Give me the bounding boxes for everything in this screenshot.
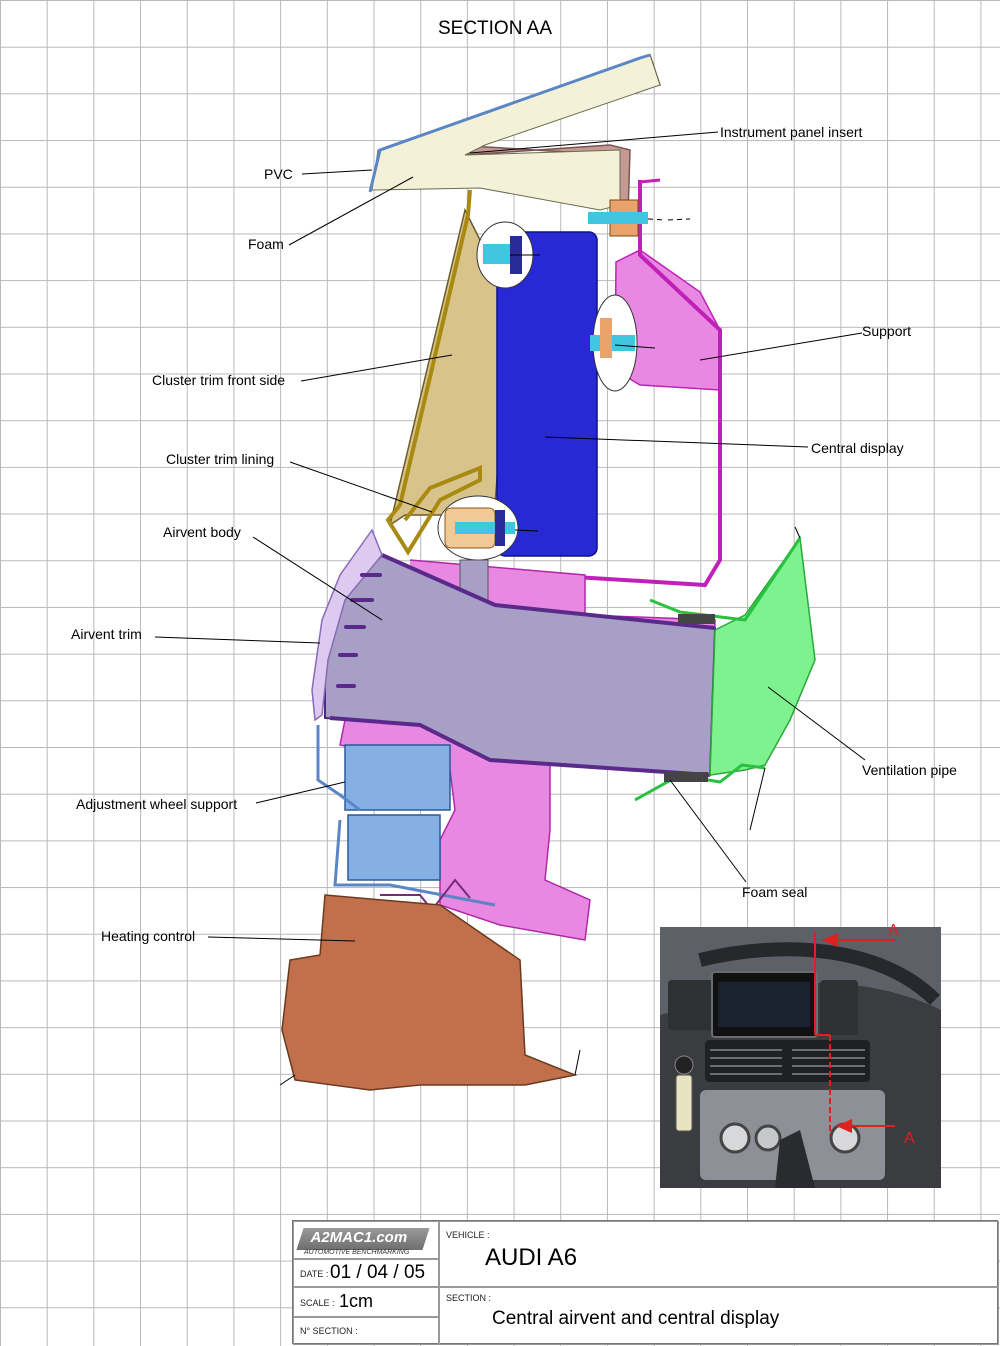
page-title: SECTION AA: [438, 18, 552, 39]
vehicle-label: VEHICLE :: [446, 1230, 490, 1240]
screw-icon-2: [590, 335, 635, 351]
section-number-cell: N° SECTION :: [293, 1317, 439, 1345]
vehicle-cell: VEHICLE : AUDI A6: [439, 1221, 999, 1287]
inset-right-buttons: [820, 980, 858, 1035]
adjustment-wheel-support-upper: [344, 744, 451, 811]
foam-seal-top: [678, 614, 715, 624]
scale-cell: SCALE : 1cm: [293, 1287, 439, 1317]
inset-left-buttons: [668, 980, 713, 1030]
heating-control-edge: [279, 1074, 296, 1086]
section-number-label: N° SECTION :: [300, 1326, 358, 1336]
label-central-display: Central display: [811, 440, 904, 456]
adjustment-wheel-bracket: [316, 725, 361, 812]
scale-label: SCALE :: [300, 1298, 335, 1308]
vehicle-value: AUDI A6: [485, 1244, 578, 1271]
pvc-skin: [368, 53, 651, 193]
inset-key-tag: [675, 1074, 693, 1132]
heating-control-edge-2: [574, 1049, 581, 1076]
label-heating-control: Heating control: [101, 928, 195, 944]
foam-seal-bottom: [664, 772, 708, 782]
title-block: A2MAC1.com AUTOMOTIVE BENCHMARKING DATE …: [292, 1220, 999, 1345]
section-marker-bottom: A: [904, 1130, 915, 1147]
label-airvent-trim: Airvent trim: [71, 626, 142, 642]
section-value: Central airvent and central display: [492, 1308, 780, 1329]
label-ventilation-pipe: Ventilation pipe: [862, 762, 957, 778]
section-cell: SECTION : Central airvent and central di…: [439, 1287, 999, 1345]
screw-icon-bottom: [455, 522, 515, 534]
label-cluster-trim-lining: Cluster trim lining: [166, 451, 274, 467]
foam-part: [371, 54, 661, 211]
label-cluster-trim-front-side: Cluster trim front side: [152, 372, 285, 388]
ventilation-pipe: [709, 535, 816, 776]
airvent-louvres: [336, 573, 382, 688]
screw-icon-top: [588, 212, 648, 224]
airvent-trim: [311, 528, 383, 722]
date-cell: DATE : 01 / 04 / 05: [293, 1259, 439, 1287]
section-marker-top: A: [888, 922, 899, 939]
ventilation-pipe-lower-flange: [634, 763, 766, 802]
scale-value: 1cm: [339, 1291, 374, 1311]
label-pvc: PVC: [264, 166, 293, 182]
adjustment-wheel-support-lower: [347, 814, 441, 881]
section-arrow-bottom-icon: [836, 1119, 852, 1133]
date-label: DATE :: [300, 1269, 329, 1279]
heating-control: [281, 894, 578, 1091]
ventilation-pipe-edge: [749, 767, 766, 831]
ventilation-pipe-edge-top: [794, 526, 801, 539]
cluster-trim-lining: [385, 189, 482, 556]
a2mac1-logo: A2MAC1.com: [296, 1228, 430, 1250]
label-instrument-panel-insert: Instrument panel insert: [720, 124, 863, 140]
label-adjustment-wheel-support: Adjustment wheel support: [76, 796, 237, 812]
support-rail-top: [639, 178, 661, 184]
airvent-body-bottom-edge: [329, 716, 711, 777]
section-arrow-top-icon: [822, 933, 838, 947]
central-display: [496, 231, 598, 557]
label-airvent-body: Airvent body: [163, 524, 241, 540]
logo-subtitle: AUTOMOTIVE BENCHMARKING: [304, 1249, 410, 1256]
date-value: 01 / 04 / 05: [330, 1262, 426, 1283]
nut-icon-bottom: [495, 510, 505, 546]
label-foam: Foam: [248, 236, 284, 252]
clip-icon: [600, 318, 612, 358]
label-foam-seal: Foam seal: [742, 884, 807, 900]
section-label: SECTION :: [446, 1293, 492, 1303]
screw-icon: [483, 244, 513, 264]
support-rail: [429, 180, 722, 588]
location-inset-photo: A A: [660, 922, 941, 1188]
inset-air-vents: [705, 1040, 870, 1082]
airvent-body-top-edge: [381, 553, 716, 630]
label-support: Support: [862, 323, 911, 339]
leader-lines: [154, 131, 866, 942]
title-block-logo-cell: A2MAC1.com AUTOMOTIVE BENCHMARKING: [293, 1221, 439, 1259]
